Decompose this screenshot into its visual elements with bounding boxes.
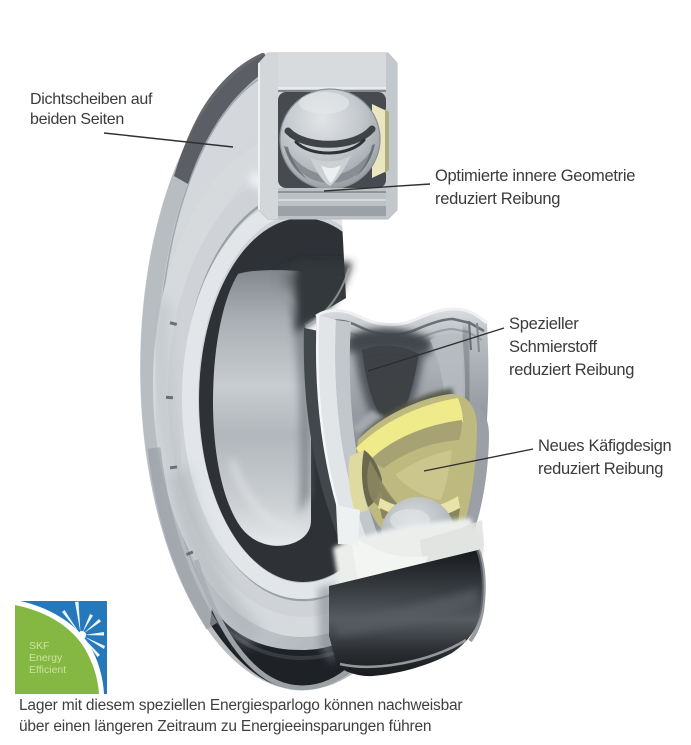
svg-text:Energy: Energy (29, 652, 63, 664)
svg-text:SKF: SKF (29, 640, 49, 652)
svg-text:Efficient: Efficient (29, 664, 66, 676)
